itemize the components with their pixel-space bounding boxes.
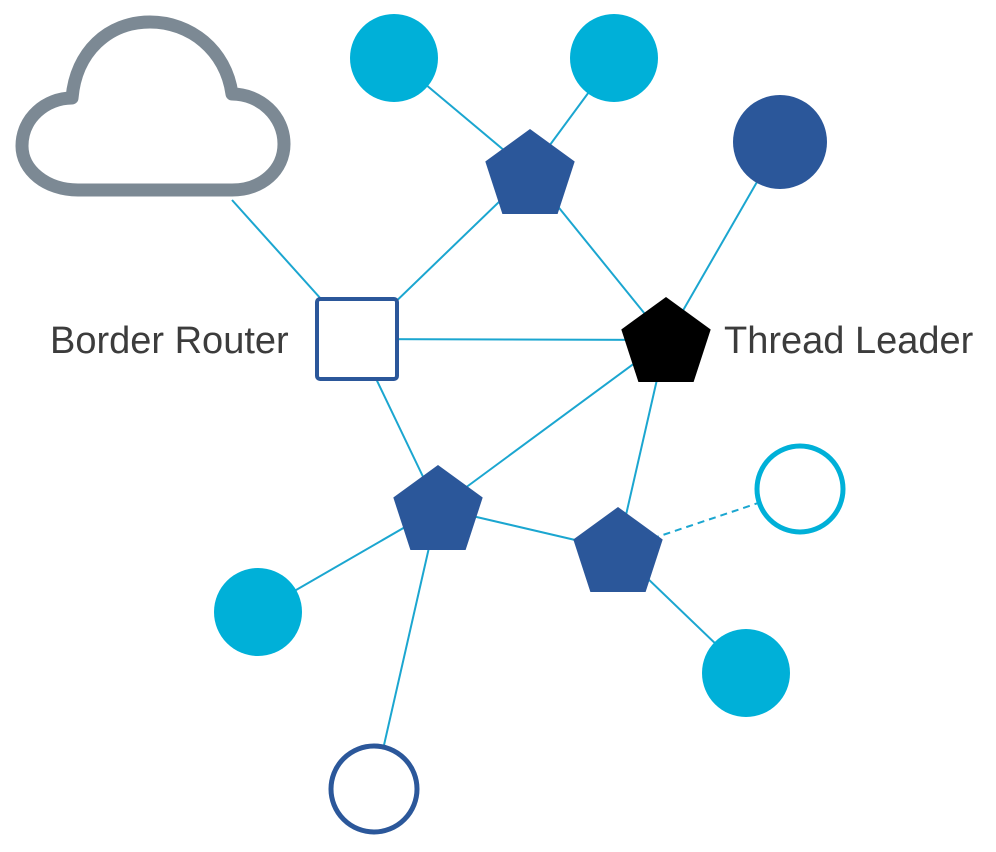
router-right-pentagon-icon [573, 507, 663, 592]
thread-leader-label: Thread Leader [724, 320, 974, 362]
router-top-pentagon-icon [485, 129, 575, 214]
end-device-bottom-right-circle-filled-icon [702, 629, 790, 717]
end-device-top-left-circle-filled-icon [350, 14, 438, 102]
nodes-layer [15, 14, 846, 835]
link-border-router-to-thread-leader [356, 338, 667, 341]
cloud-cloud-icon [15, 15, 291, 197]
open-circle-bottom-circle-outline-icon [328, 743, 420, 835]
end-device-top-right-circle-filled-icon [570, 14, 658, 102]
end-device-left-circle-filled-icon [214, 568, 302, 656]
border-router-square-outline-icon [315, 297, 399, 381]
link-thread-leader-to-router-left [437, 339, 667, 509]
border-router-label: Border Router [50, 320, 289, 362]
open-circle-right-circle-outline-icon [754, 443, 846, 535]
link-router-left-to-open-circle-bottom [373, 507, 439, 790]
end-device-dark-circle-filled-icon [733, 95, 827, 189]
thread-leader-pentagon-icon [621, 297, 711, 382]
router-left-pentagon-icon [393, 465, 483, 550]
